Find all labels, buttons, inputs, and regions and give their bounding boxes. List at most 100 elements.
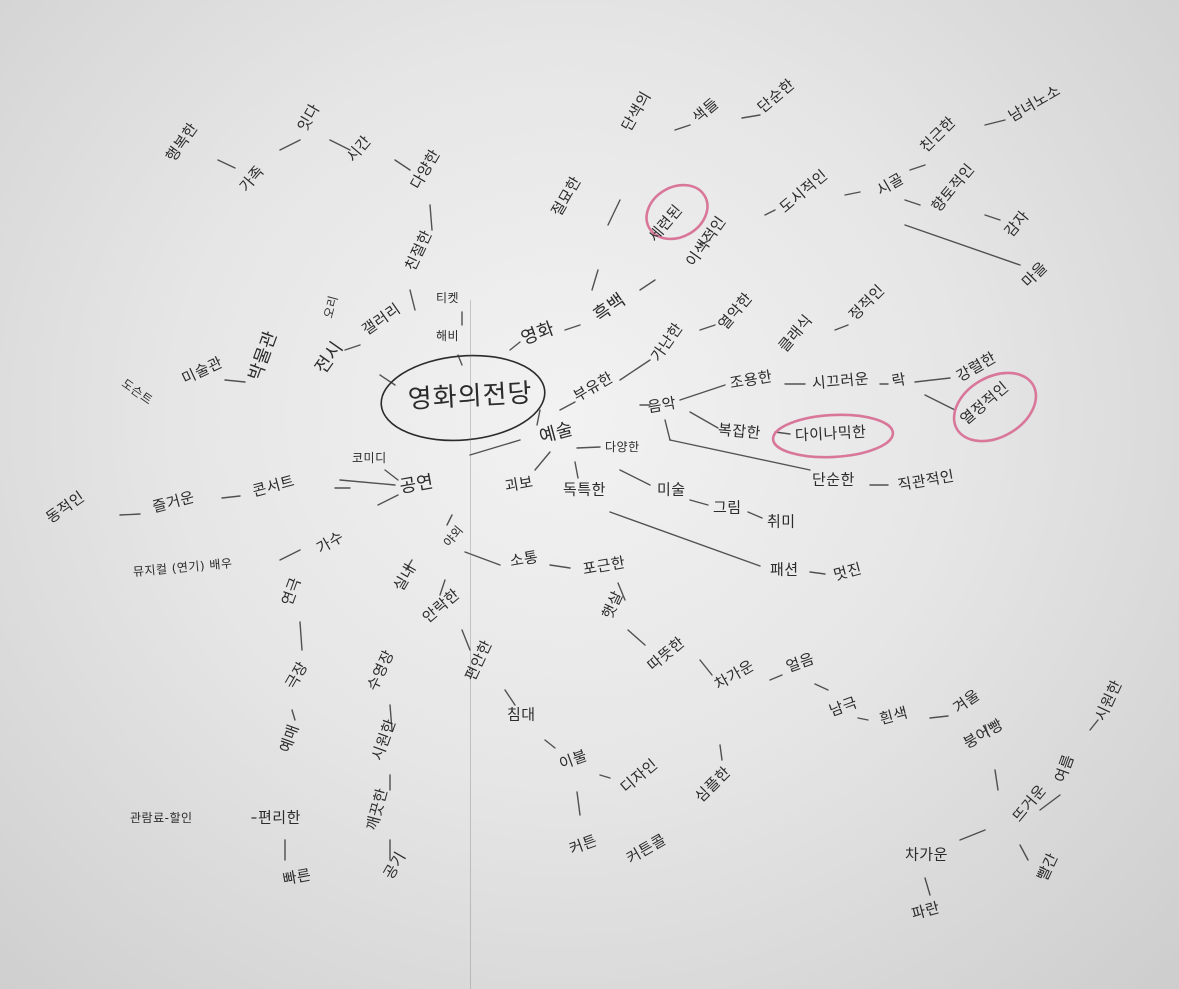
word-node: 독특한 [563, 480, 606, 499]
connector-line [809, 571, 826, 575]
connector-line [574, 461, 579, 479]
connector-line [1039, 794, 1061, 811]
connector-line [384, 469, 399, 481]
word-node: 취미 [767, 512, 796, 531]
connector-line [217, 159, 236, 169]
connector-line [405, 559, 413, 571]
connector-line [1019, 844, 1029, 861]
connector-line [429, 204, 433, 231]
connector-line [994, 769, 999, 791]
connector-line [674, 124, 691, 131]
connector-line [664, 419, 671, 441]
connector-line [669, 439, 811, 471]
connector-line [544, 739, 556, 749]
connector-line [279, 139, 301, 151]
connector-line [279, 549, 301, 561]
word-node: 단순한 [812, 470, 855, 489]
connector-line [984, 214, 1001, 221]
connector-line [439, 579, 446, 596]
highlight-circle [952, 371, 1038, 443]
connector-line [924, 877, 931, 896]
connector-line [291, 709, 296, 721]
connector-line [769, 674, 783, 681]
center-node-outline [380, 354, 546, 442]
connector-line [741, 114, 761, 119]
connector-line [689, 499, 709, 506]
connector-line [446, 514, 453, 526]
connector-line [461, 629, 471, 651]
connector-line [599, 774, 611, 779]
connector-line [534, 451, 551, 471]
highlight-circle [645, 183, 709, 241]
connector-line [224, 379, 246, 383]
connector-line [389, 704, 393, 731]
word-node: 해비 [436, 329, 460, 343]
connector-line [464, 551, 501, 566]
connector-line [509, 341, 521, 351]
connector-line [834, 324, 849, 331]
word-node: 다이나믹한 [794, 422, 867, 445]
paper-fold-line [470, 300, 471, 989]
connector-line [689, 411, 719, 429]
connector-line [679, 384, 726, 401]
connector-line [329, 139, 351, 151]
word-node: 미술 [657, 480, 686, 499]
word-node: 티켓 [436, 291, 460, 305]
connector-line [394, 159, 411, 171]
connector-line [619, 469, 651, 486]
connector-line [1089, 719, 1099, 731]
connector-line [576, 446, 601, 449]
connector-line [379, 374, 396, 386]
connector-line [591, 269, 599, 291]
connector-line [221, 495, 241, 499]
connector-line [536, 409, 541, 426]
word-node: 복잡한 [717, 420, 762, 443]
center-node: 영화의전당 [407, 378, 534, 415]
word-node: 편리한 [258, 808, 301, 827]
connector-line [764, 209, 776, 216]
connector-line [719, 744, 723, 761]
connector-line [549, 564, 571, 569]
connector-line [639, 279, 656, 291]
connector-line [559, 401, 576, 411]
connector-line [929, 715, 949, 719]
connector-line [119, 513, 141, 516]
connector-line [617, 582, 626, 601]
word-node: 락 [890, 370, 908, 391]
connector-line [344, 344, 361, 351]
connector-line [984, 724, 989, 736]
connector-line [504, 689, 516, 706]
connector-line [774, 431, 791, 435]
word-node: 차가운 [905, 845, 948, 864]
connector-line [607, 199, 621, 226]
connector-line [914, 377, 951, 383]
connector-line [959, 829, 986, 841]
connector-line [409, 289, 416, 311]
connector-line [747, 511, 763, 519]
connector-line [699, 239, 711, 246]
word-node: 그림 [713, 498, 742, 517]
connector-line [699, 324, 716, 331]
connector-line [909, 164, 926, 171]
connector-line [564, 324, 581, 331]
connector-line [619, 359, 651, 381]
connector-line [844, 191, 861, 196]
connector-line [984, 119, 1006, 126]
connector-line [857, 717, 869, 721]
connector-line [699, 659, 713, 676]
connector-line [299, 621, 303, 651]
connector-line [377, 494, 399, 506]
connector-line [627, 629, 646, 646]
connector-line [904, 199, 921, 206]
word-node: 패션 [770, 560, 799, 579]
connector-line [814, 683, 829, 691]
word-node: 다양한 [605, 440, 640, 454]
word-node: 침대 [507, 705, 536, 724]
word-node: 코미디 [352, 451, 387, 465]
connector-line [609, 511, 761, 567]
connector-line [924, 394, 956, 411]
connector-line [339, 479, 396, 486]
connector-line [469, 439, 521, 456]
